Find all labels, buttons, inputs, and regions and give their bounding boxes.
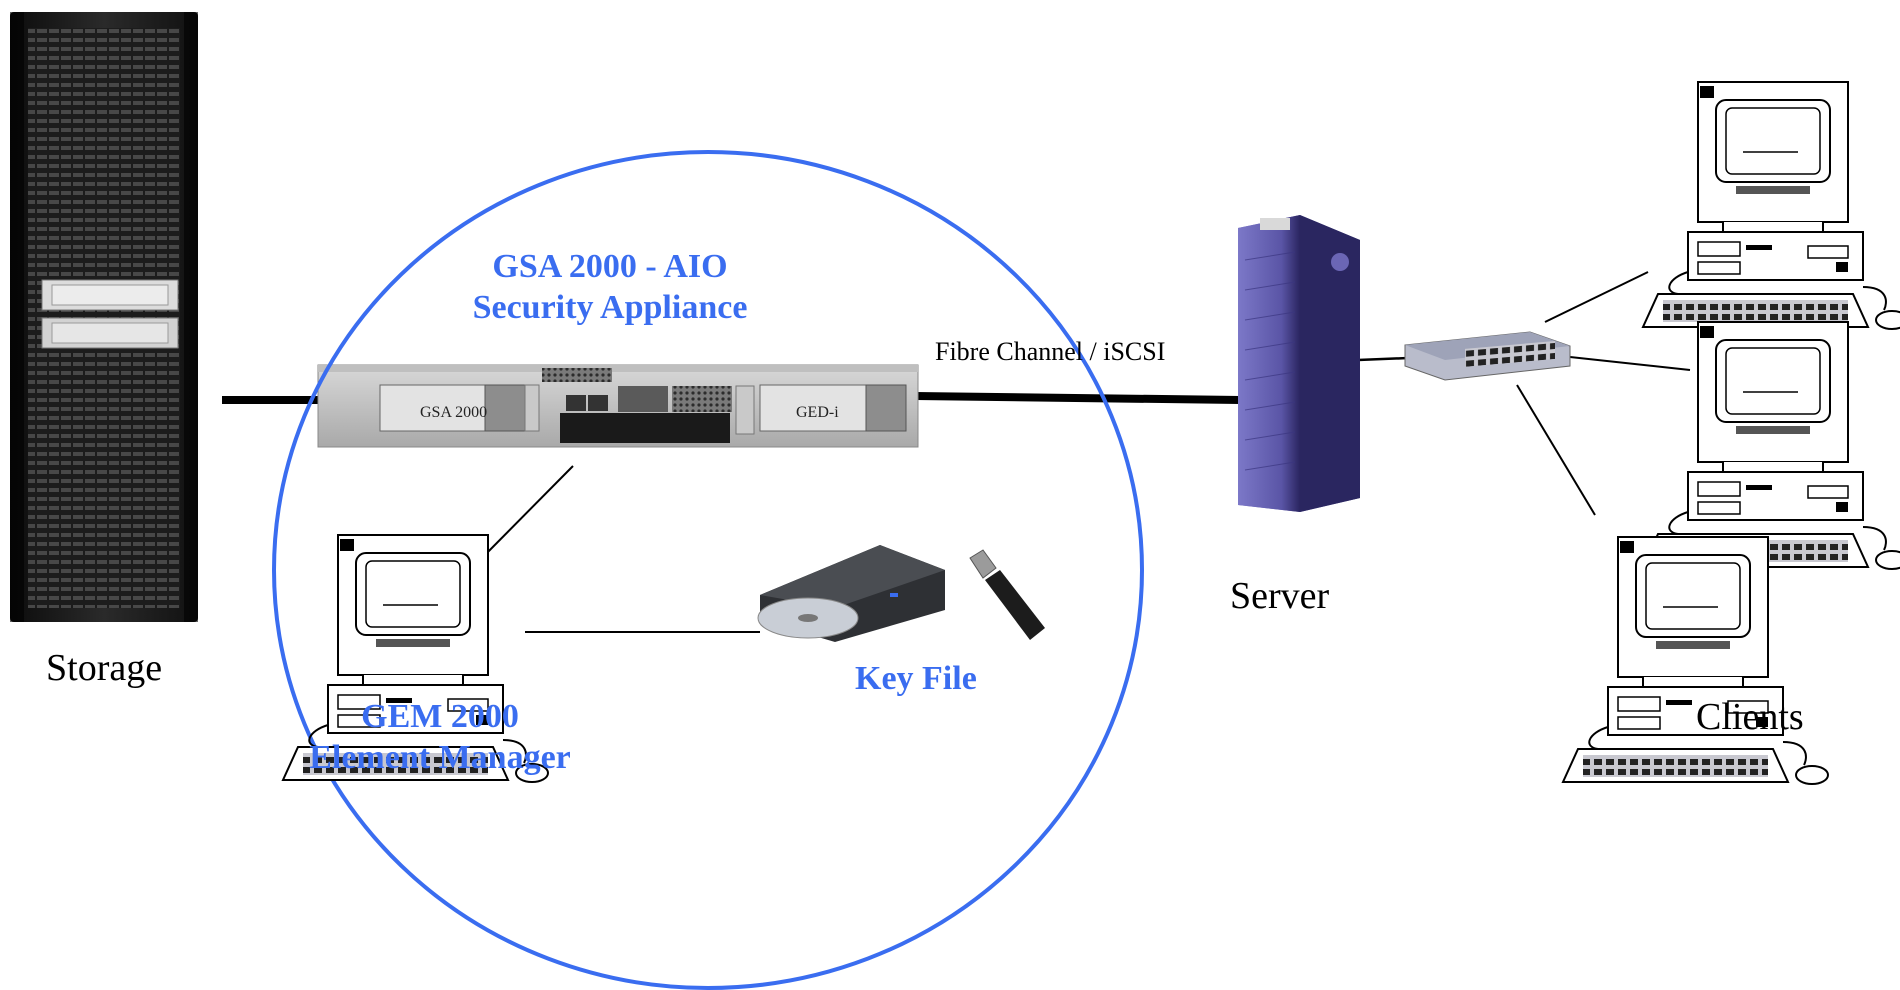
server-switch-link xyxy=(1357,356,1409,362)
security-appliance-title-line2: Security Appliance xyxy=(472,289,748,326)
security-appliance-title-line1: GSA 2000 - AIO xyxy=(492,248,728,285)
clients-label: Clients xyxy=(1696,696,1804,738)
appliance-manager-link xyxy=(474,465,574,566)
usb-key-icon xyxy=(969,549,1045,640)
security-zone-circle xyxy=(272,150,1144,990)
optical-drive-icon xyxy=(757,545,945,642)
server-label: Server xyxy=(1230,575,1330,617)
switch-client-1-link xyxy=(1544,271,1649,323)
gsa-bay-label: GSA 2000 xyxy=(420,404,487,421)
network-switch-icon xyxy=(1404,331,1571,381)
appliance-server-link xyxy=(914,392,1241,404)
element-manager-title-line2: Element Manager xyxy=(309,739,571,776)
client-pc-1-icon xyxy=(1642,81,1900,330)
fibre-channel-label: Fibre Channel / iSCSI xyxy=(935,337,1166,366)
key-file-label: Key File xyxy=(855,660,977,697)
server-tower-icon xyxy=(1238,215,1360,512)
client-pc-3-icon xyxy=(1562,536,1829,785)
element-manager-title: GEM 2000 Element Manager xyxy=(290,696,590,778)
security-appliance-icon: GSA 2000 GED-i xyxy=(317,364,919,448)
element-manager-title-line1: GEM 2000 xyxy=(361,698,519,735)
switch-client-3-link xyxy=(1516,384,1596,516)
switch-client-2-link xyxy=(1569,356,1691,371)
storage-rack-icon xyxy=(10,12,198,622)
client-pc-2-icon xyxy=(1642,321,1900,570)
ged-bay-label: GED-i xyxy=(796,404,839,421)
security-appliance-title: GSA 2000 - AIO Security Appliance xyxy=(430,246,790,328)
storage-label: Storage xyxy=(46,647,163,689)
